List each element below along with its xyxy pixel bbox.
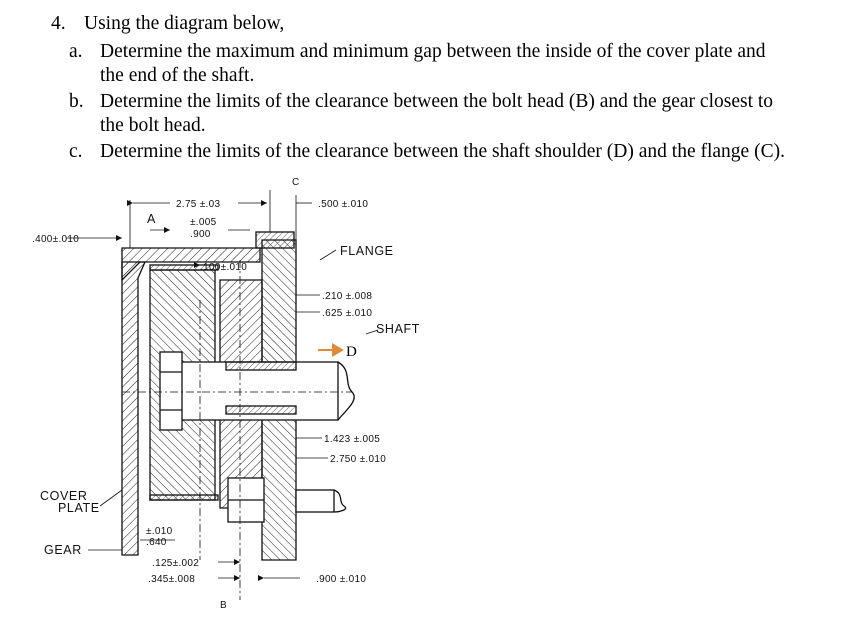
shaft-nut <box>159 351 183 431</box>
bolt-top <box>255 231 295 249</box>
dim-100: .100±.010 <box>200 262 247 273</box>
label-d: D <box>346 344 357 360</box>
part-b-line1: Determine the limits of the clearance be… <box>100 91 774 112</box>
dim-2750: 2.750 ±.010 <box>330 454 386 465</box>
label-b: B <box>220 600 227 611</box>
dim-1423: 1.423 ±.005 <box>324 434 380 445</box>
dim-005: ±.005 <box>190 217 217 228</box>
dim-500: .500 ±.010 <box>318 199 368 210</box>
bolt-lower-shank <box>295 489 335 513</box>
label-gear: GEAR <box>44 543 82 557</box>
dim-2-75: 2.75 ±.03 <box>176 199 220 210</box>
question-intro: Using the diagram below, <box>84 13 285 34</box>
part-a-line2: the end of the shaft. <box>100 65 255 86</box>
d-marker-arrow <box>332 343 344 357</box>
part-b-label: b. <box>69 91 84 112</box>
label-shaft: SHAFT <box>376 322 420 336</box>
dim-010: ±.010 <box>146 526 173 537</box>
dim-640: .640 <box>146 537 167 548</box>
shaft-hatch-bot <box>225 405 297 415</box>
label-cover: COVER <box>40 489 87 503</box>
part-a-label: a. <box>69 41 83 62</box>
cover-plate <box>121 261 146 556</box>
cover-plate-top <box>121 247 261 282</box>
label-flange: FLANGE <box>340 244 394 258</box>
dim-625: .625 ±.010 <box>322 308 372 319</box>
dim-345: .345±.008 <box>148 574 195 585</box>
question-number: 4. <box>51 13 66 34</box>
dim-900-bottom: .900 ±.010 <box>316 574 366 585</box>
drawing-geometry <box>66 190 379 600</box>
bolt-break <box>333 489 347 513</box>
label-plate: PLATE <box>58 501 100 515</box>
shaft-hatch-top <box>225 361 297 371</box>
part-a-line1: Determine the maximum and minimum gap be… <box>100 41 766 62</box>
gear-tooth-2 <box>149 494 219 501</box>
d-marker <box>318 343 344 357</box>
dim-125: .125±.002 <box>152 558 199 569</box>
dim-900-top: .900 <box>190 229 211 240</box>
dim-400: .400±.010 <box>32 234 79 245</box>
part-c-label: c. <box>69 141 83 162</box>
shaft-break <box>337 361 355 421</box>
label-a: A <box>147 212 156 226</box>
part-b-line2: the bolt head. <box>100 115 206 136</box>
part-c-line1: Determine the limits of the clearance be… <box>100 141 785 162</box>
dim-210: .210 ±.008 <box>322 291 372 302</box>
label-c: C <box>292 177 300 188</box>
